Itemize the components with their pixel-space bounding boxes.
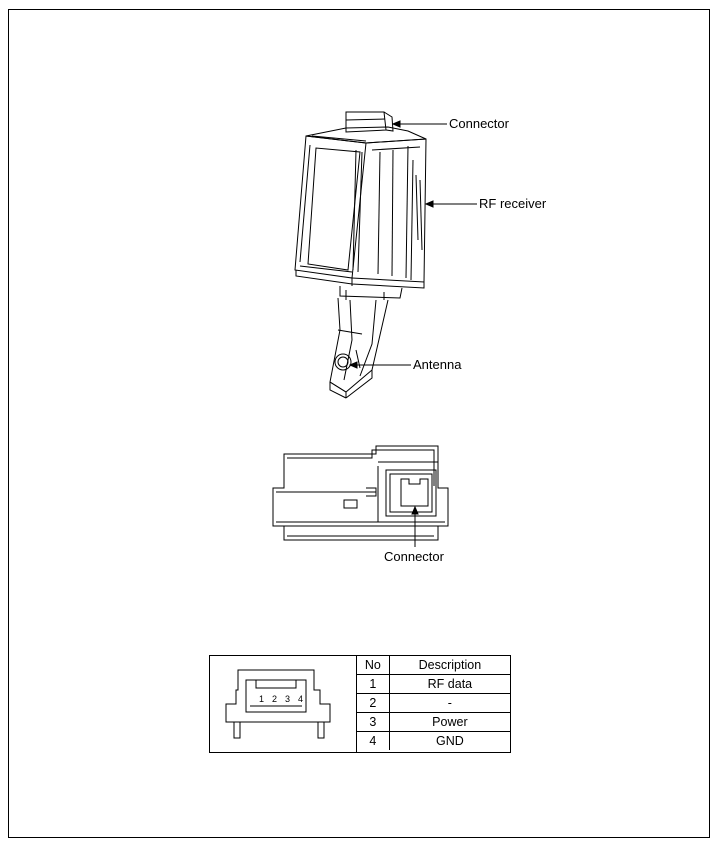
connector-face-drawing	[225, 669, 331, 739]
pin-table: No Description 1 RF data 2 - 3 Power 4 G…	[209, 655, 511, 753]
table-row: 3 Power	[356, 712, 510, 732]
receiver-side-view	[272, 445, 449, 541]
top-connector-label: Connector	[449, 116, 509, 131]
header-description: Description	[388, 656, 510, 675]
pin-no: 2	[356, 693, 390, 713]
pin-no: 3	[356, 712, 390, 732]
pin-description: RF data	[388, 674, 510, 694]
pin-number-2: 2	[272, 694, 278, 704]
table-row: 4 GND	[356, 731, 510, 750]
rf-receiver-label: RF receiver	[479, 196, 547, 211]
table-header-row: No Description	[356, 656, 510, 675]
table-row: 2 -	[356, 693, 510, 713]
pin-description: Power	[388, 712, 510, 732]
header-no: No	[356, 656, 390, 675]
pin-number-3: 3	[285, 694, 291, 704]
pin-number-4: 4	[298, 694, 304, 704]
pin-description-table: No Description 1 RF data 2 - 3 Power 4 G…	[356, 656, 510, 750]
pin-description: -	[388, 693, 510, 713]
table-row: 1 RF data	[356, 674, 510, 694]
pin-no: 1	[356, 674, 390, 694]
pin-no: 4	[356, 731, 390, 750]
leader-lines	[348, 120, 477, 547]
antenna-label: Antenna	[413, 357, 462, 372]
rf-receiver-drawing	[294, 111, 427, 399]
diagram-frame	[8, 9, 710, 838]
side-connector-label: Connector	[384, 549, 444, 564]
connector-picture-cell	[210, 656, 357, 752]
pin-description: GND	[388, 731, 510, 750]
pin-number-1: 1	[259, 694, 265, 704]
